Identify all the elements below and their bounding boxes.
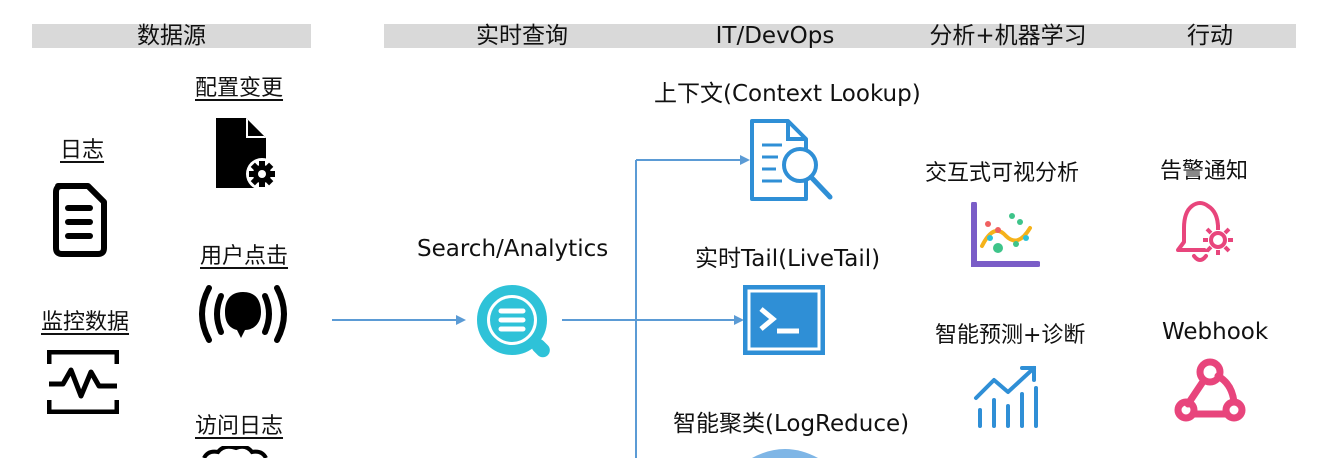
webhook-label: Webhook xyxy=(1162,319,1269,345)
header-bar-main xyxy=(384,24,1296,48)
visual-analysis-label: 交互式可视分析 xyxy=(925,161,1080,186)
search-analytics-label: Search/Analytics xyxy=(417,236,609,262)
source-clicks-label: 用户点击 xyxy=(200,244,289,269)
webhook-icon xyxy=(1174,358,1246,424)
pulse-monitor-icon xyxy=(47,350,119,414)
source-logs-label: 日志 xyxy=(60,138,105,163)
alert-notify-label: 告警通知 xyxy=(1160,159,1249,184)
header-sources: 数据源 xyxy=(137,23,206,49)
livetail-label: 实时Tail(LiveTail) xyxy=(695,246,881,272)
terminal-icon xyxy=(743,285,825,355)
doc-search-icon xyxy=(748,117,836,203)
chat-broadcast-icon xyxy=(195,282,291,346)
source-config-label: 配置变更 xyxy=(195,76,284,101)
logreduce-label: 智能聚类(LogReduce) xyxy=(673,411,910,437)
source-monitoring-label: 监控数据 xyxy=(41,310,130,335)
header-bar-sources xyxy=(32,24,311,48)
trend-chart-icon xyxy=(970,362,1042,430)
header-action: 行动 xyxy=(1187,23,1233,49)
header-itdevops: IT/DevOps xyxy=(715,23,835,49)
bell-gear-icon xyxy=(1172,200,1242,268)
predict-diagnose-label: 智能预测+诊断 xyxy=(935,323,1086,348)
file-gear-icon xyxy=(216,118,280,192)
source-access-label: 访问日志 xyxy=(195,414,284,439)
context-lookup-label: 上下文(Context Lookup) xyxy=(654,81,921,107)
header-realtime: 实时查询 xyxy=(476,23,568,49)
search-chat-icon xyxy=(474,282,558,360)
scatter-chart-icon xyxy=(968,202,1040,270)
header-analytics-ml: 分析+机器学习 xyxy=(929,23,1087,49)
logs-icon xyxy=(50,182,110,258)
cluster-icon xyxy=(750,446,820,458)
cloud-icon xyxy=(200,446,270,458)
